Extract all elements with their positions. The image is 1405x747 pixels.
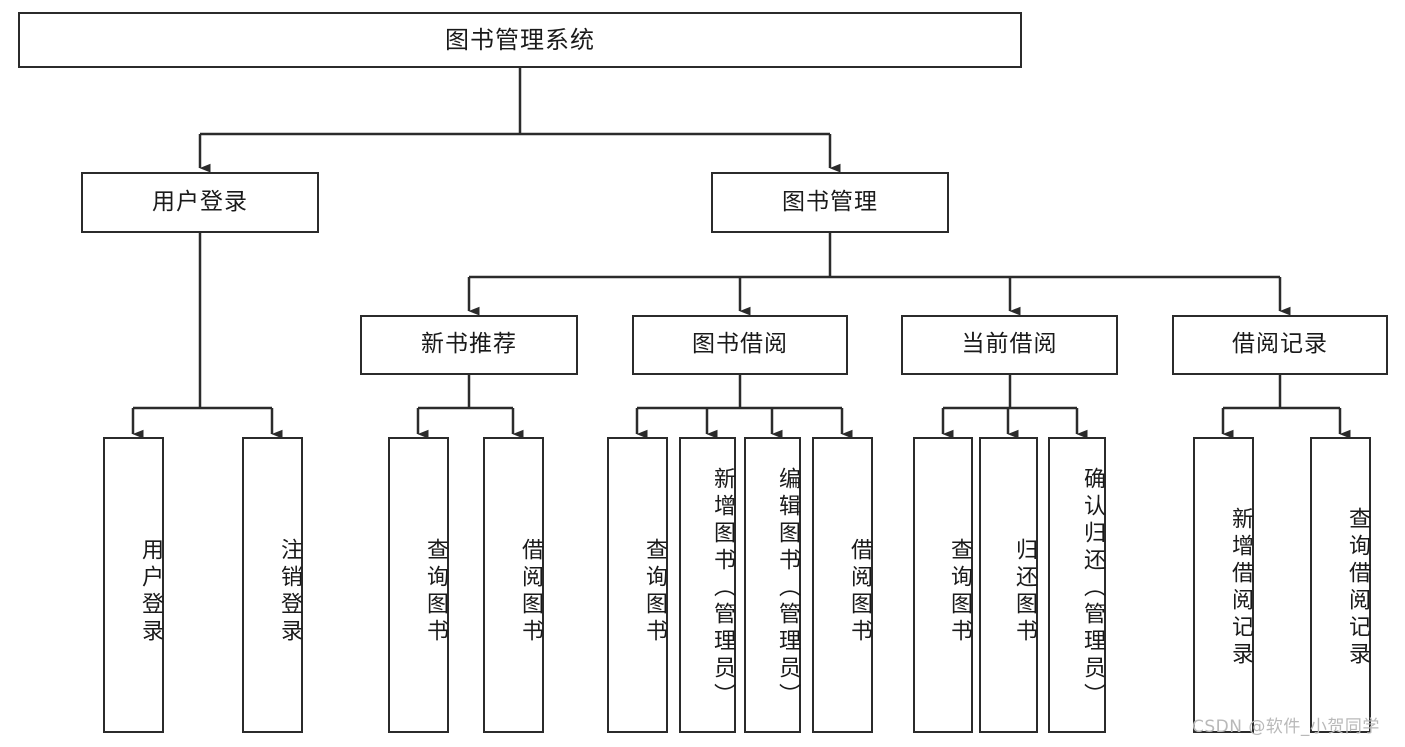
- leaf-label: 用户登录: [138, 538, 163, 646]
- leaf-logout-login[interactable]: 注销登录: [242, 437, 303, 733]
- leaf-label: 归还图书: [1012, 538, 1037, 646]
- leaf-query-book-recommend[interactable]: 查询图书: [388, 437, 449, 733]
- leaf-return-book[interactable]: 归还图书: [979, 437, 1038, 733]
- leaf-query-book-current[interactable]: 查询图书: [913, 437, 973, 733]
- node-root-system[interactable]: 图书管理系统: [18, 12, 1022, 68]
- node-book-management[interactable]: 图书管理: [711, 172, 949, 233]
- leaf-label: 注销登录: [277, 538, 302, 646]
- leaf-label: 新增借阅记录: [1228, 507, 1253, 669]
- node-new-book-recommend[interactable]: 新书推荐: [360, 315, 578, 375]
- node-borrow-record[interactable]: 借阅记录: [1172, 315, 1388, 375]
- leaf-query-book-borrow[interactable]: 查询图书: [607, 437, 668, 733]
- leaf-user-login[interactable]: 用户登录: [103, 437, 164, 733]
- leaf-label: 新增图书（管理员）: [710, 466, 735, 710]
- leaf-label: 查询图书: [423, 538, 448, 646]
- leaf-add-borrow-record[interactable]: 新增借阅记录: [1193, 437, 1254, 733]
- leaf-label: 查询图书: [947, 538, 972, 646]
- node-current-borrow[interactable]: 当前借阅: [901, 315, 1118, 375]
- leaf-label: 编辑图书（管理员）: [775, 466, 800, 710]
- leaf-add-book-admin[interactable]: 新增图书（管理员）: [679, 437, 736, 733]
- node-book-borrow[interactable]: 图书借阅: [632, 315, 848, 375]
- leaf-label: 借阅图书: [518, 538, 543, 646]
- leaf-borrow-book[interactable]: 借阅图书: [812, 437, 873, 733]
- leaf-label: 确认归还（管理员）: [1080, 466, 1105, 710]
- leaf-label: 查询图书: [642, 538, 667, 646]
- leaf-borrow-book-recommend[interactable]: 借阅图书: [483, 437, 544, 733]
- leaf-confirm-return-admin[interactable]: 确认归还（管理员）: [1048, 437, 1106, 733]
- node-user-login[interactable]: 用户登录: [81, 172, 319, 233]
- leaf-label: 查询借阅记录: [1345, 507, 1370, 669]
- leaf-edit-book-admin[interactable]: 编辑图书（管理员）: [744, 437, 801, 733]
- leaf-label: 借阅图书: [847, 538, 872, 646]
- leaf-query-borrow-record[interactable]: 查询借阅记录: [1310, 437, 1371, 733]
